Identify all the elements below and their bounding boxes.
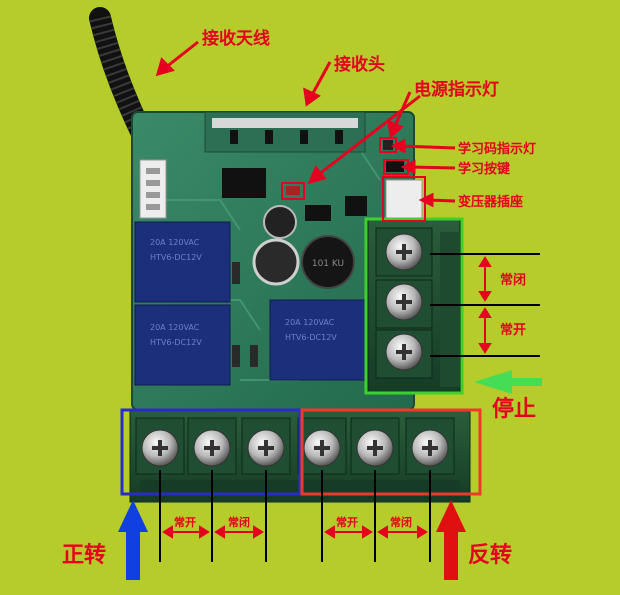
diodes (232, 262, 258, 367)
label-normally-closed-bottom-left: 常闭 (228, 515, 250, 529)
label-receiver: 接收头 (334, 54, 385, 75)
svg-text:20A 120VAC: 20A 120VAC (285, 318, 335, 327)
output-wires-right (430, 253, 540, 357)
label-learn-led: 学习码指示灯 (458, 141, 536, 157)
label-normally-closed-right: 常闭 (500, 272, 526, 288)
transformer-socket (385, 179, 423, 219)
label-power-led: 电源指示灯 (414, 79, 499, 100)
red-highlight-box (300, 408, 482, 496)
svg-text:101 KU: 101 KU (312, 259, 344, 269)
stop-arrow-icon (474, 370, 542, 394)
relay-blocks: 20A 120VAC HTV6-DC12V 20A 120VAC HTV6-DC12… (134, 221, 366, 386)
label-normally-open-right: 常开 (500, 322, 526, 338)
svg-text:20A 120VAC: 20A 120VAC (150, 323, 200, 332)
svg-text:HTV6-DC12V: HTV6-DC12V (150, 253, 202, 262)
reverse-arrow-icon (436, 500, 466, 580)
screw-slot-mark (204, 440, 220, 456)
smd-component (305, 205, 331, 221)
screw-slot-mark (314, 440, 330, 456)
contact-arrows-bottom (162, 525, 428, 539)
svg-text:HTV6-DC12V: HTV6-DC12V (285, 333, 337, 342)
label-normally-open-bottom-right: 常开 (336, 515, 358, 529)
label-transformer-socket: 变压器插座 (458, 194, 523, 210)
svg-text:HTV6-DC12V: HTV6-DC12V (150, 338, 202, 347)
label-reverse: 反转 (468, 542, 512, 568)
ic-chip (222, 168, 266, 198)
learn-button (386, 160, 404, 172)
receiver-module (204, 111, 366, 153)
power-led-marker (281, 182, 305, 200)
label-antenna: 接收天线 (202, 28, 270, 49)
power-led (286, 186, 300, 195)
svg-text:20A 120VAC: 20A 120VAC (150, 238, 200, 247)
screw-slot-mark (367, 440, 383, 456)
screw-slot-mark (258, 440, 274, 456)
label-forward: 正转 (62, 542, 106, 568)
label-normally-closed-bottom-right: 常闭 (390, 515, 412, 529)
label-normally-open-bottom-left: 常开 (174, 515, 196, 529)
learn-led (383, 140, 393, 150)
capacitors: 101 KU (252, 205, 355, 289)
output-wires-bottom (159, 470, 431, 562)
ic-chip-small (345, 196, 367, 216)
forward-arrow-icon (118, 500, 148, 580)
screw-slot-mark (422, 440, 438, 456)
contact-arrows-right (478, 256, 492, 354)
screw-slot-mark (152, 440, 168, 456)
callout-arrows (155, 40, 456, 208)
label-learn-button: 学习按键 (458, 161, 510, 177)
label-stop: 停止 (492, 396, 536, 422)
